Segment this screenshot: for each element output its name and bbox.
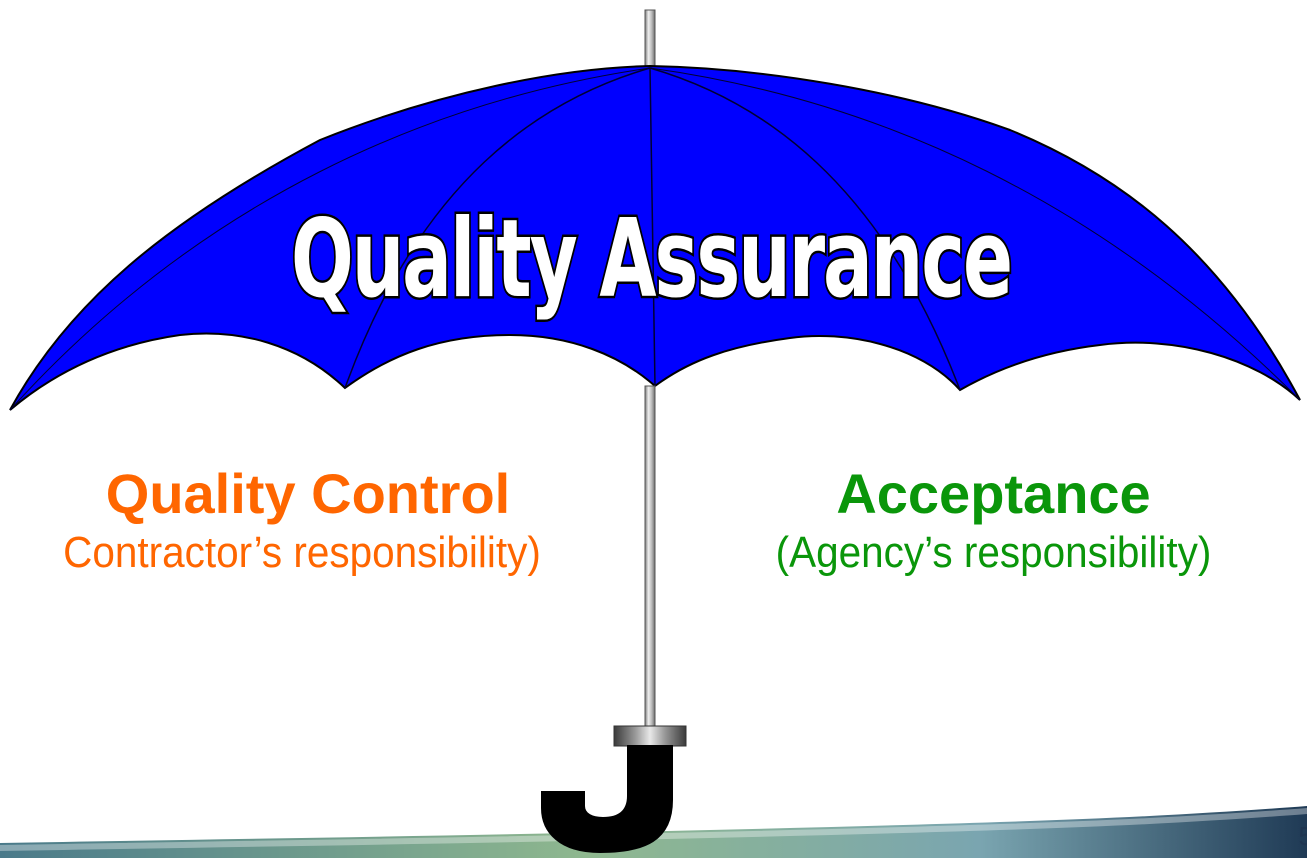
acceptance-heading: Acceptance	[836, 462, 1151, 525]
handle-collar	[613, 725, 687, 747]
quality-control-subtext: Contractor’s responsibility)	[63, 528, 541, 577]
acceptance-subtext: (Agency’s responsibility)	[775, 528, 1212, 577]
quality-control-heading: Quality Control	[105, 462, 511, 525]
acceptance-block: Acceptance (Agency’s responsibility)	[680, 462, 1307, 580]
umbrella-handle	[541, 745, 673, 854]
umbrella-canopy	[9, 64, 1301, 411]
shaft-tip	[644, 9, 656, 71]
page-number: 5	[1298, 821, 1307, 851]
umbrella-shaft	[644, 385, 656, 729]
quality-control-block: Quality Control Contractor’s responsibil…	[0, 462, 616, 580]
umbrella-title: Quality Assurance	[291, 197, 1011, 322]
